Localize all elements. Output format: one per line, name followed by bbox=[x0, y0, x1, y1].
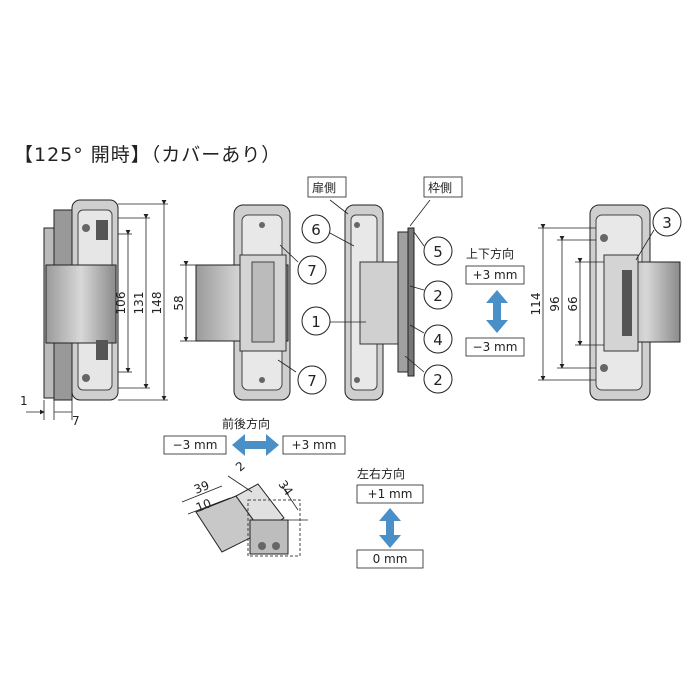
callout-6: 6 bbox=[311, 221, 321, 239]
vertical-plus: +3 mm bbox=[473, 268, 518, 282]
dim-lines-angle bbox=[181, 475, 308, 521]
callout-4: 4 bbox=[433, 331, 443, 349]
callout-5: 5 bbox=[433, 243, 443, 261]
side-view bbox=[43, 199, 119, 401]
lr-plus: +1 mm bbox=[368, 487, 413, 501]
callout-7-bottom: 7 bbox=[307, 372, 317, 390]
rear-view bbox=[589, 204, 681, 401]
leader-lines-view3 bbox=[327, 199, 431, 373]
frame-side-label: 枠側 bbox=[428, 181, 452, 195]
dim-131: 131 bbox=[132, 292, 146, 315]
frame-side-box bbox=[423, 176, 463, 198]
dim-lines-view4 bbox=[538, 224, 655, 381]
lr-zero-box bbox=[356, 549, 424, 569]
vertical-dir-label: 上下方向 bbox=[466, 246, 514, 261]
callout-7-top: 7 bbox=[307, 262, 317, 280]
front-view bbox=[195, 204, 291, 401]
callout-3: 3 bbox=[662, 214, 672, 232]
front-back-dir-label: 前後方向 bbox=[222, 416, 270, 431]
front-minus: −3 mm bbox=[173, 438, 218, 452]
dim-39: 39 bbox=[192, 478, 211, 497]
dim-114: 114 bbox=[529, 293, 543, 316]
dim-lines-view1 bbox=[26, 200, 168, 420]
door-side-box bbox=[307, 176, 347, 198]
lr-zero: 0 mm bbox=[373, 552, 408, 566]
open-angle-view bbox=[195, 483, 301, 557]
dim-10: 10 bbox=[194, 496, 213, 515]
dim-34: 34 bbox=[276, 478, 296, 499]
left-right-dir-label: 左右方向 bbox=[357, 466, 405, 481]
callout-1: 1 bbox=[311, 313, 321, 331]
door-side-label: 扉側 bbox=[312, 181, 336, 195]
vertical-minus: −3 mm bbox=[473, 340, 518, 354]
front-minus-box bbox=[163, 435, 227, 455]
lr-plus-box bbox=[356, 484, 424, 504]
callout-2-top: 2 bbox=[433, 287, 443, 305]
door-frame-view bbox=[344, 204, 415, 401]
dim-106: 106 bbox=[114, 292, 128, 315]
callout-circles bbox=[297, 207, 682, 395]
dim-2: 2 bbox=[233, 459, 248, 475]
left-right-arrow-icon bbox=[379, 508, 401, 548]
vertical-minus-box bbox=[465, 337, 525, 357]
front-back-arrow-icon bbox=[232, 434, 279, 456]
dim-58: 58 bbox=[172, 295, 186, 310]
dim-148: 148 bbox=[150, 292, 164, 315]
front-plus: +3 mm bbox=[292, 438, 337, 452]
callout-2-bottom: 2 bbox=[433, 371, 443, 389]
page-title: 【125° 開時】（カバーあり） bbox=[14, 144, 282, 166]
dim-96: 96 bbox=[548, 296, 562, 311]
dim-1: 1 bbox=[20, 394, 28, 408]
dim-lines-view2 bbox=[180, 244, 299, 373]
front-plus-box bbox=[282, 435, 346, 455]
dim-66: 66 bbox=[566, 296, 580, 311]
vertical-plus-box bbox=[465, 265, 525, 285]
dim-7: 7 bbox=[72, 414, 80, 428]
vertical-arrow-icon bbox=[486, 290, 508, 333]
